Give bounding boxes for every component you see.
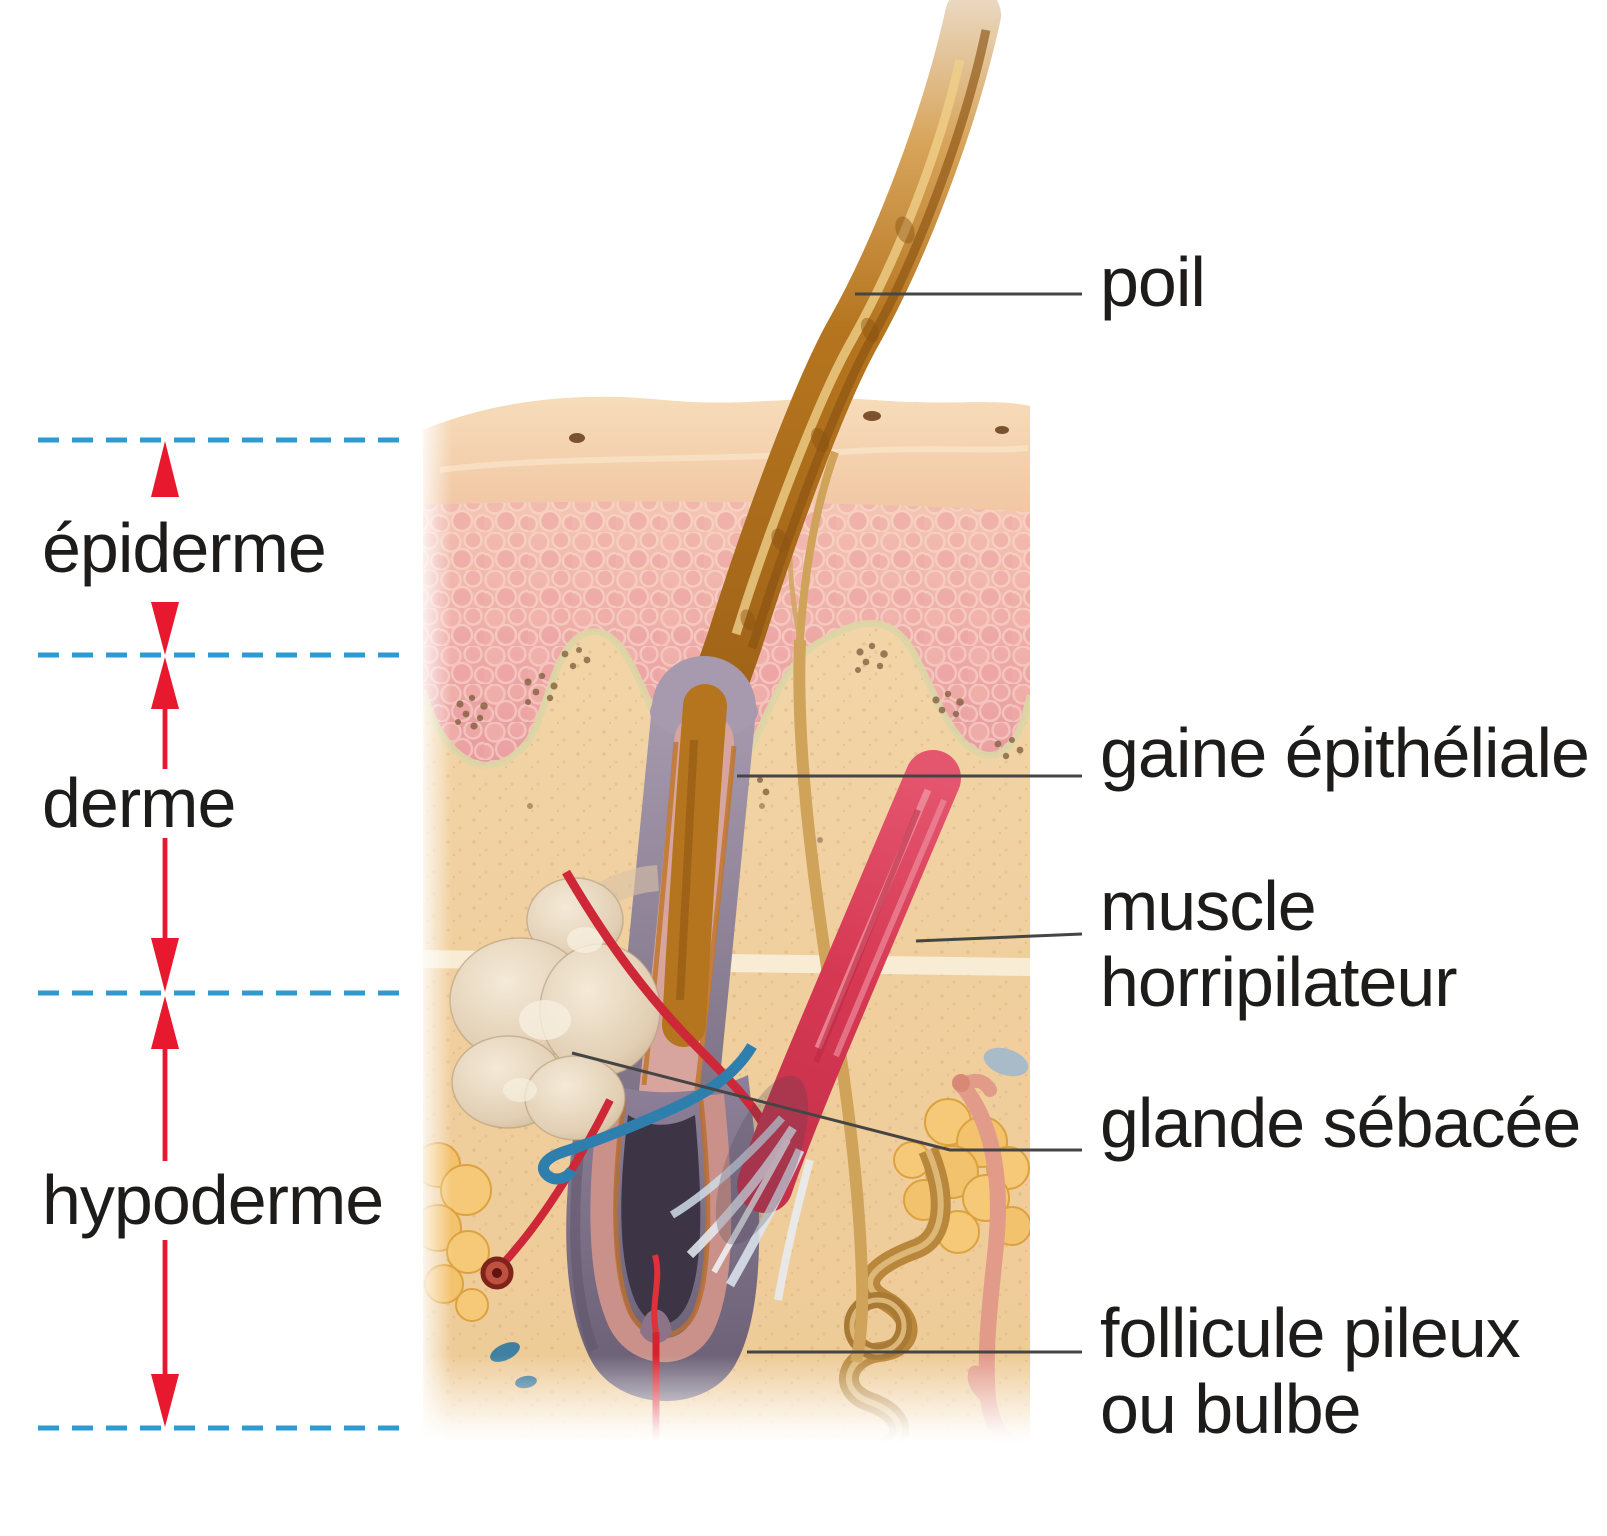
arrector-pili-muscle [765, 778, 944, 1185]
arrow-derme-top [151, 657, 179, 709]
edge-fades [423, 396, 1030, 1445]
layer-extent-arrows [151, 441, 179, 1427]
arrow-epiderme-top [151, 441, 179, 497]
arrow-epiderme-bottom [151, 602, 179, 655]
part-label-glande-sebacee: glande sébacée [1100, 1084, 1581, 1162]
arrow-derme-bottom [151, 938, 179, 992]
hair-shaft [678, 0, 1001, 763]
hair-root [662, 684, 727, 1047]
part-label-muscle-horripilateur: muscle horripilateur [1100, 867, 1458, 1021]
muscle-attachment-fibers [669, 1075, 814, 1301]
sebaceous-gland [449, 865, 661, 1141]
skin-pores [569, 411, 1009, 443]
part-label-follicule-pileux: follicule pileux ou bulbe [1100, 1294, 1521, 1448]
layer-label-derme: derme [42, 764, 236, 842]
part-label-poil: poil [1100, 243, 1206, 321]
capillary-fragment-blue [983, 1047, 1029, 1077]
layer-label-epiderme: épiderme [42, 509, 327, 587]
leader-muscle-horripilateur [915, 932, 1083, 943]
layer-boundary-lines [38, 437, 412, 1431]
arrow-hypoderme-top [151, 996, 179, 1049]
leader-glande-sebacee [571, 1051, 1082, 1152]
skin-block [423, 396, 1030, 1445]
part-label-gaine-epitheliale: gaine épithéliale [1100, 714, 1590, 792]
layer-label-hypoderme: hypoderme [42, 1161, 384, 1239]
arrow-hypoderme-bottom [151, 1374, 179, 1427]
leader-lines [571, 292, 1083, 1354]
